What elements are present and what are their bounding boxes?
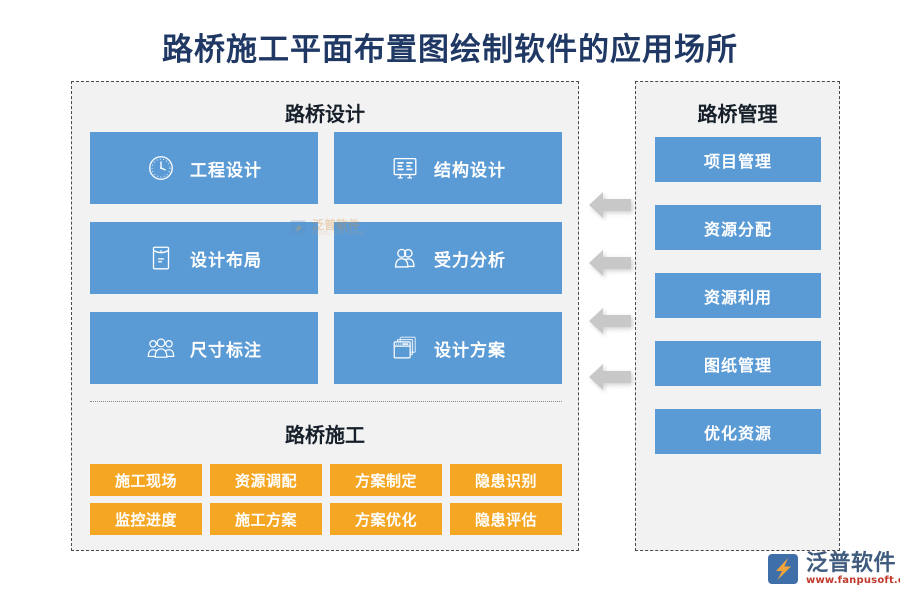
construction-chip[interactable]: 施工方案 (210, 503, 322, 535)
left-panel: 路桥设计 工程设计 (71, 81, 579, 551)
design-card-label: 设计布局 (190, 250, 262, 271)
construction-chip[interactable]: 资源调配 (210, 464, 322, 496)
fanpu-logo-icon (766, 552, 800, 586)
construction-chip[interactable]: 隐患识别 (450, 464, 562, 496)
design-card-layout[interactable]: 设计布局 (90, 222, 318, 294)
presentation-board-icon (390, 153, 420, 183)
construction-section-heading: 路桥施工 (285, 423, 365, 447)
management-item[interactable]: 项目管理 (655, 137, 821, 182)
management-item[interactable]: 资源分配 (655, 205, 821, 250)
arrow-left-icon (589, 190, 631, 220)
design-card-label: 尺寸标注 (190, 340, 262, 361)
design-card-label: 设计方案 (434, 340, 506, 361)
brand-url: www.fanpusoft.com (806, 575, 900, 587)
design-card-label: 工程设计 (190, 160, 262, 181)
group-people-icon (146, 333, 176, 363)
arrow-left-icon (589, 306, 631, 336)
management-item-list: 项目管理 资源分配 资源利用 图纸管理 优化资源 (655, 137, 821, 454)
design-card-label: 结构设计 (434, 160, 506, 181)
design-card-engineering[interactable]: 工程设计 (90, 132, 318, 204)
design-card-dimension[interactable]: 尺寸标注 (90, 312, 318, 384)
envelope-document-icon (146, 243, 176, 273)
design-card-label: 受力分析 (434, 250, 506, 271)
construction-chip-grid: 施工现场 资源调配 方案制定 隐患识别 监控进度 施工方案 方案优化 隐患评估 (90, 464, 562, 535)
design-card-grid: 工程设计 (90, 132, 562, 384)
brand-name: 泛普软件 (806, 550, 897, 576)
design-card-design-plan[interactable]: 设计方案 (334, 312, 562, 384)
arrow-left-icon (589, 362, 631, 392)
section-divider (90, 401, 562, 402)
page-title: 路桥施工平面布置图绘制软件的应用场所 (162, 32, 738, 68)
design-card-force-analysis[interactable]: 受力分析 (334, 222, 562, 294)
two-people-icon (390, 243, 420, 273)
construction-chip[interactable]: 监控进度 (90, 503, 202, 535)
design-card-structure[interactable]: 结构设计 (334, 132, 562, 204)
design-section-heading: 路桥设计 (285, 102, 365, 126)
brand-text: 泛普软件 www.fanpusoft.com (806, 550, 900, 587)
construction-chip[interactable]: 方案制定 (330, 464, 442, 496)
stacked-windows-icon (390, 333, 420, 363)
right-panel: 路桥管理 项目管理 资源分配 资源利用 图纸管理 优化资源 (635, 81, 840, 551)
management-section-heading: 路桥管理 (697, 102, 778, 126)
construction-chip[interactable]: 方案优化 (330, 503, 442, 535)
construction-chip[interactable]: 隐患评估 (450, 503, 562, 535)
management-item[interactable]: 优化资源 (655, 409, 821, 454)
clock-icon (146, 153, 176, 183)
management-item[interactable]: 资源利用 (655, 273, 821, 318)
management-item[interactable]: 图纸管理 (655, 341, 821, 386)
arrow-left-icon (589, 248, 631, 278)
brand-logo: 泛普软件 www.fanpusoft.com (766, 550, 900, 587)
construction-chip[interactable]: 施工现场 (90, 464, 202, 496)
